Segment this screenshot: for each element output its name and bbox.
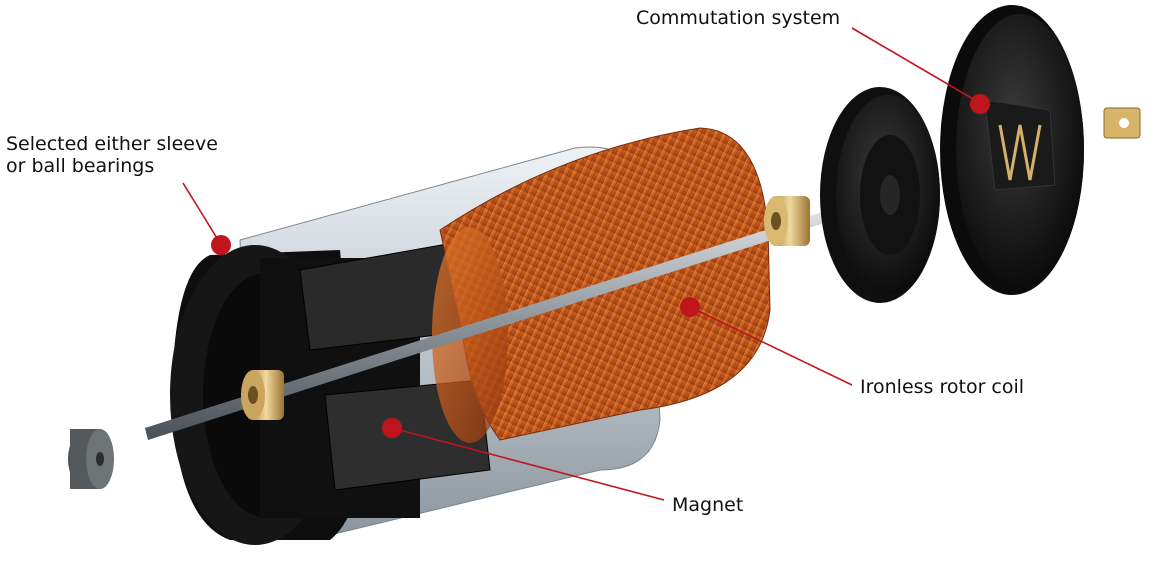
callout-lines [182,27,981,501]
callout-line-bearings [182,182,221,244]
callout-dots [211,94,990,438]
bearings-label: Selected either sleeve or ball bearings [6,133,218,177]
callout-line-commutation [851,27,981,104]
callout-dot-bearings [211,235,231,255]
commutation-cap [940,5,1141,295]
callout-dot-commutation [970,94,990,114]
end-washer [68,429,114,489]
callout-line-magnet [391,427,665,501]
bearings-label-line2: or ball bearings [6,155,155,177]
rear-bearing [764,196,810,246]
callout-dot-magnet [382,418,402,438]
bearings-label-line1: Selected either sleeve [6,133,218,155]
rotor-coil-label: Ironless rotor coil [860,376,1025,398]
callout-dot-rotor [680,297,700,317]
callout-line-rotor [689,306,853,386]
commutation-label: Commutation system [636,7,841,29]
shaft [145,200,865,440]
front-bearing [241,370,284,420]
magnet-label: Magnet [672,494,744,516]
rear-flange [820,87,940,303]
